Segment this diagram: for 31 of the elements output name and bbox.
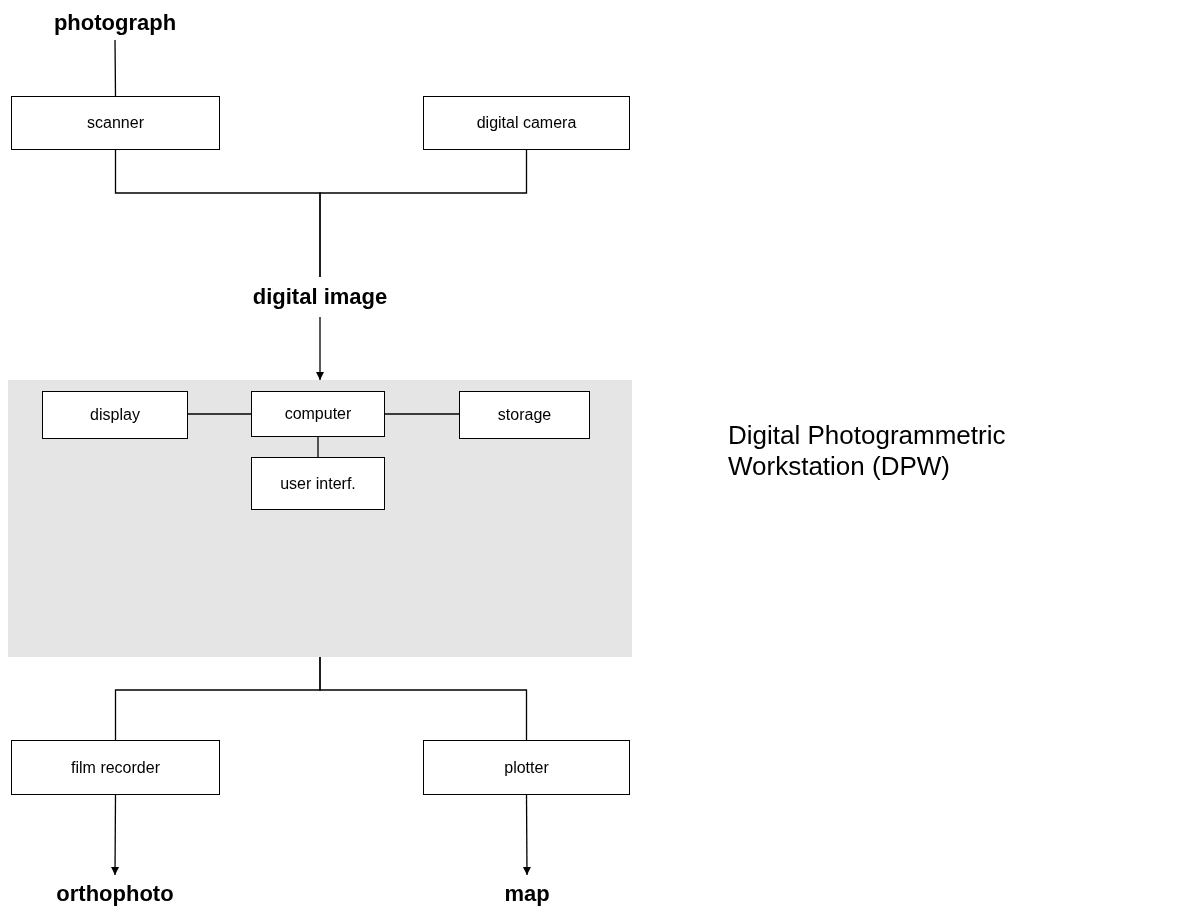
connector-line xyxy=(319,149,528,278)
arrow xyxy=(316,316,324,381)
box-label: scanner xyxy=(87,114,144,132)
arrow xyxy=(522,794,531,876)
process-box xyxy=(459,391,590,439)
arrow xyxy=(111,794,120,876)
connector-line xyxy=(384,413,460,415)
process-box xyxy=(42,391,188,439)
box-label: computer xyxy=(284,405,352,423)
process-box xyxy=(251,457,385,510)
box-label: user interf. xyxy=(280,474,356,493)
workstation-caption: Digital Photogrammetric Workstation (DPW) xyxy=(728,420,1007,483)
connector-line xyxy=(114,39,117,97)
box-label: plotter xyxy=(504,758,549,777)
connector-line xyxy=(319,656,528,741)
process-box xyxy=(11,96,220,150)
node-label: orthophoto xyxy=(56,881,174,907)
node-label: digital image xyxy=(252,284,388,310)
box-label: storage xyxy=(497,406,552,424)
workstation-panel xyxy=(8,380,632,657)
process-box xyxy=(423,96,630,150)
box-label: digital camera xyxy=(476,114,577,132)
node-label: map xyxy=(504,881,550,907)
process-box xyxy=(11,740,220,795)
process-box xyxy=(423,740,630,795)
box-label: film recorder xyxy=(71,758,160,777)
process-box xyxy=(251,391,385,437)
connector-line xyxy=(317,436,319,458)
connector-line xyxy=(187,413,252,415)
box-label: display xyxy=(90,406,140,424)
node-label: photograph xyxy=(53,10,177,36)
